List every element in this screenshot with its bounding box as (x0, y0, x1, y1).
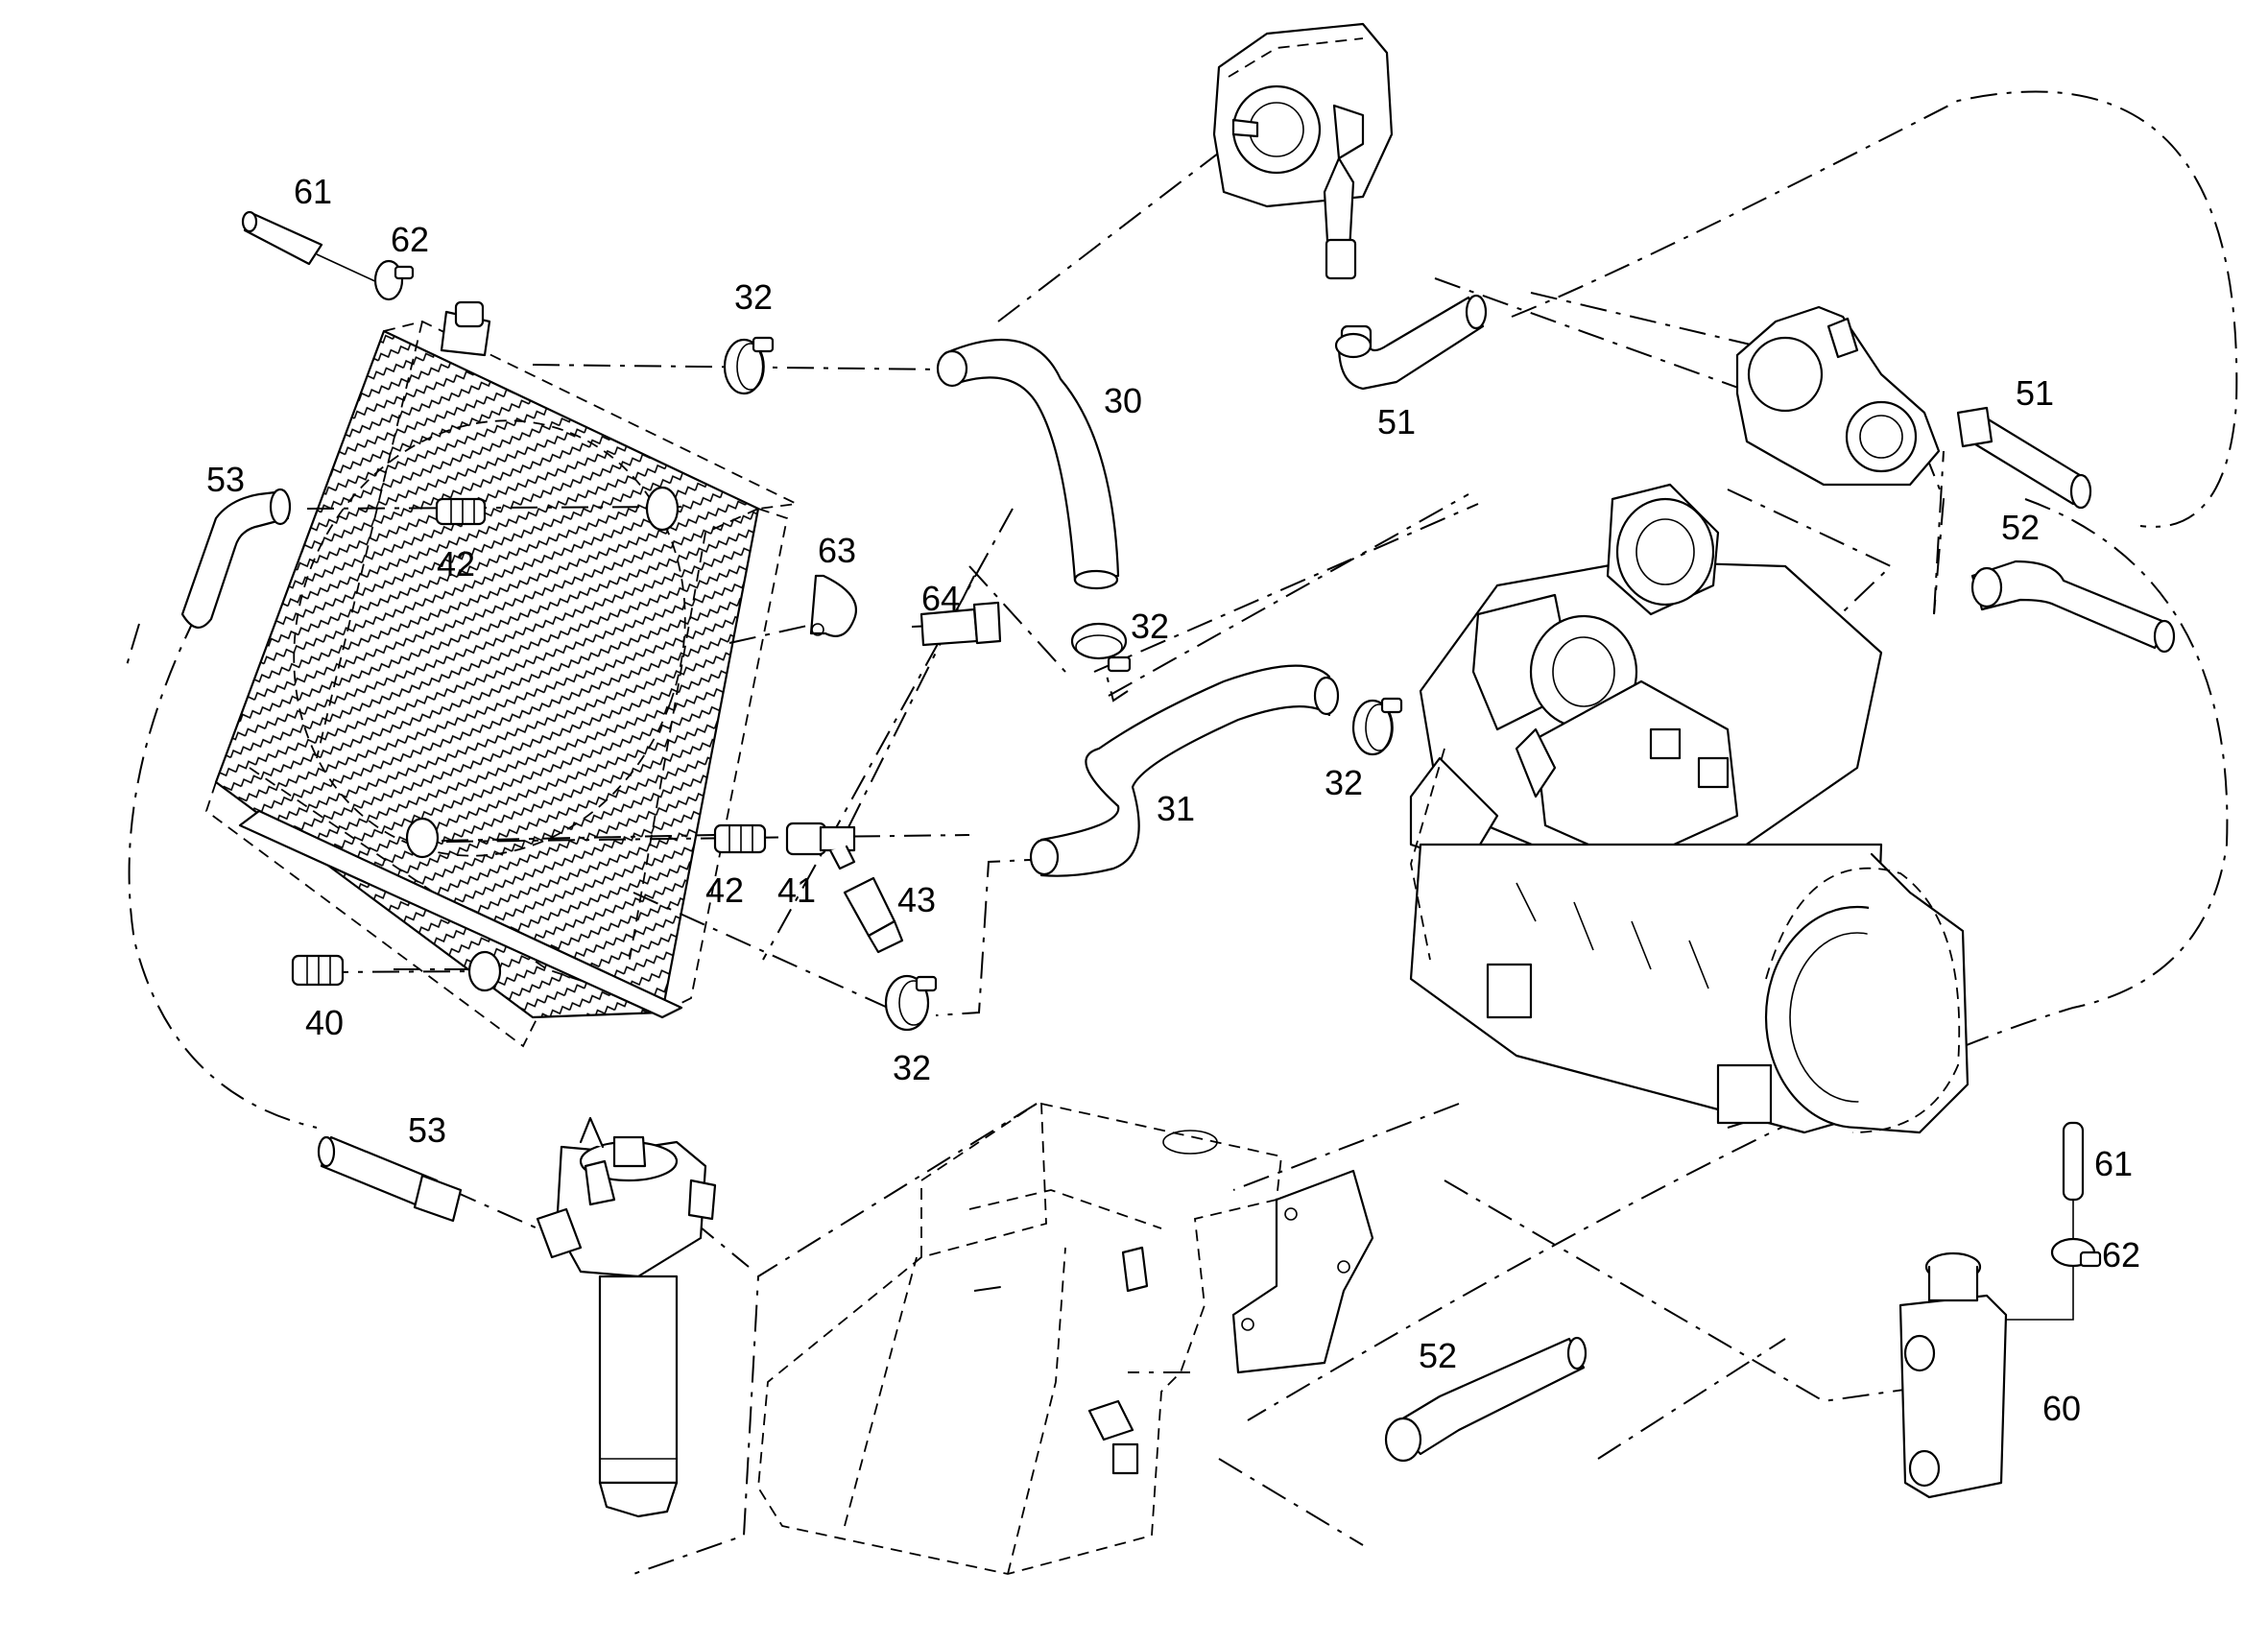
callout-63: 63 (818, 531, 856, 570)
callout-53-upper: 53 (206, 460, 245, 499)
hose-53-upper (180, 488, 292, 629)
fitting-42-lower (713, 823, 767, 854)
p-clip-63 (809, 574, 857, 637)
overflow-tube-61-left (241, 210, 380, 284)
callout-31: 31 (1157, 789, 1195, 828)
hose-clamp-32-d (884, 974, 938, 1032)
callout-32-right: 32 (1325, 763, 1363, 802)
hydraulic-pump-right (1735, 305, 1941, 487)
callout-32-top: 32 (734, 277, 773, 317)
fitting-42-upper (435, 497, 487, 526)
hydraulic-tank (757, 1102, 1282, 1575)
hose-clamp-32-c (1351, 697, 1403, 756)
clamp-62-left (373, 259, 415, 301)
hose-51-right (1956, 406, 2092, 510)
callout-41: 41 (777, 870, 816, 910)
filter-unit (536, 1116, 717, 1518)
callout-62-left: 62 (391, 220, 429, 259)
callout-53-lower: 53 (408, 1110, 446, 1150)
callout-51-top: 51 (1377, 402, 1416, 441)
callout-51-right: 51 (2016, 373, 2054, 413)
engine (1409, 483, 1970, 1134)
hose-53-lower (317, 1135, 463, 1223)
callout-32-bottom: 32 (893, 1048, 931, 1087)
callout-32-middle: 32 (1131, 607, 1169, 646)
hydraulic-pump-top (1212, 22, 1394, 355)
fitting-40 (291, 954, 345, 987)
overflow-tube-61-right (2062, 1121, 2085, 1238)
callout-52-lower: 52 (1419, 1336, 1457, 1375)
clamp-62-right (2006, 1237, 2102, 1321)
hose-52-right (1970, 560, 2176, 654)
callout-64: 64 (921, 579, 960, 618)
callout-30: 30 (1104, 381, 1142, 420)
bolt-64 (919, 601, 1002, 647)
callout-42-upper: 42 (437, 544, 475, 584)
hose-51-top (1334, 294, 1488, 391)
expansion-tank (1898, 1251, 2008, 1499)
upper-radiator-hose (936, 338, 1120, 590)
callout-60: 60 (2042, 1389, 2081, 1428)
tee-fitting-41 (785, 822, 856, 870)
callout-62-right: 62 (2102, 1235, 2140, 1275)
callout-40: 40 (305, 1003, 344, 1042)
lower-radiator-hose (1029, 664, 1340, 877)
hose-clamp-32-b (1070, 622, 1132, 673)
callout-labels: 61 62 32 30 51 51 52 53 42 63 64 32 32 3… (206, 172, 2140, 1428)
adapter-fitting-43 (843, 876, 904, 954)
callout-61-right: 61 (2094, 1144, 2133, 1183)
callout-42-lower: 42 (705, 870, 744, 910)
radiator (204, 300, 800, 1048)
callout-52-right: 52 (2001, 508, 2040, 547)
hose-52-lower (1384, 1336, 1588, 1463)
callout-43: 43 (897, 880, 936, 919)
hose-clamp-32-a (723, 336, 775, 395)
mounting-bracket (1231, 1169, 1374, 1374)
callout-61-left: 61 (294, 172, 332, 211)
